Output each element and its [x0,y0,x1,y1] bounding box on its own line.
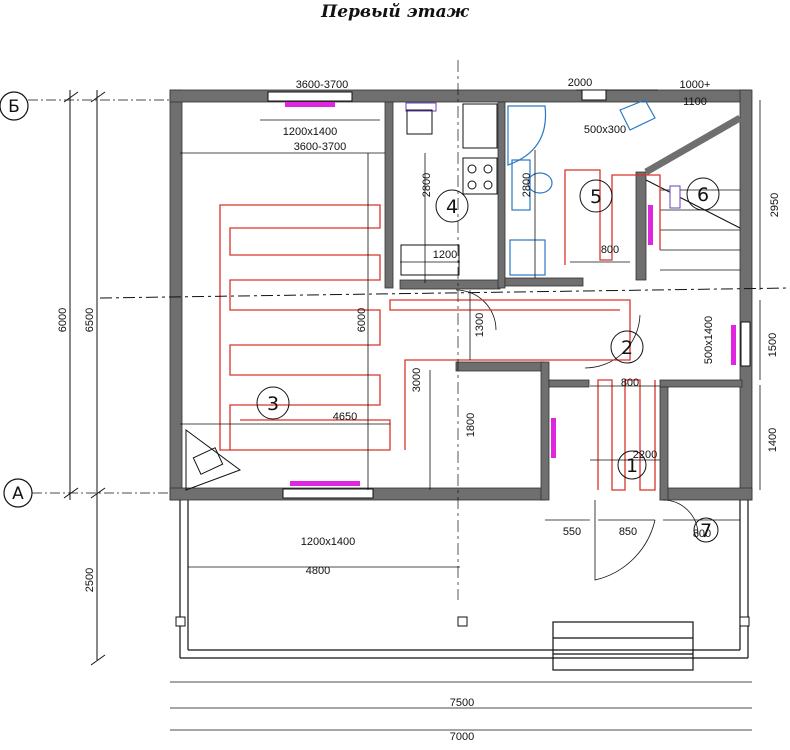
dim-top-right-width: 1000+ [680,79,711,91]
room-5-label: 5 [590,186,602,208]
dim-total-7000: 7000 [450,731,474,743]
axis-a-label: А [12,484,24,504]
dim-vestibule-800: 800 [621,377,639,389]
dim-window-top: 1200x1400 [283,126,337,138]
dim-left-6000: 6000 [57,308,69,332]
window-top [267,91,353,107]
terrace-post-left [175,616,186,627]
dim-hall-1300: 1300 [474,313,486,337]
dim-right-1400: 1400 [767,428,779,452]
room-7-label: 7 [700,520,712,542]
terrace-post-right [739,616,750,627]
terrace-post-mid [457,616,468,627]
dim-right-1500: 1500 [767,333,779,357]
kitchen-vent [405,102,437,112]
dim-vestibule-2200: 2200 [633,449,657,461]
dim-kitchen-2800: 2800 [421,173,433,197]
dim-hall-6000: 6000 [356,308,368,332]
room-2-marker: 2 [610,330,644,364]
page-title: Первый этаж [321,2,469,22]
room-3-marker: 3 [256,386,290,420]
window-bottom [282,481,374,499]
room-3-label: 3 [267,393,279,415]
dim-hall-3000: 3000 [411,368,423,392]
diagonal-wall [644,114,742,176]
axis-b-marker: Б [0,91,29,121]
axis-a-marker: А [3,478,33,508]
dim-inner-width: 3600-3700 [294,141,347,153]
kitchen-fixtures [400,103,498,276]
floor-heating [219,169,661,491]
room-7-marker: 7 [693,517,719,543]
dim-door-550: 550 [563,526,581,538]
doors [455,289,699,581]
room-6-label: 6 [697,184,709,206]
room-6-marker: 6 [686,177,720,211]
dim-left-6500: 6500 [84,308,96,332]
boiler [669,185,681,209]
dim-bath-800: 800 [601,244,619,256]
dim-right-500x1400: 500x1400 [703,316,715,364]
section-line [99,287,790,299]
window-right [731,321,751,367]
room-1-label: 1 [626,455,638,477]
dim-total-7500: 7500 [450,697,474,709]
radiator-room5 [648,205,653,245]
dim-door-800: 800 [693,528,711,540]
dim-terrace-4800: 4800 [306,565,330,577]
room-4-label: 4 [446,196,458,218]
dim-top-mid-width: 2000 [568,77,592,89]
bathroom-fixtures [507,99,656,276]
left-dimension-lines [63,90,106,666]
terrace-outline [179,500,749,659]
dim-left-2500: 2500 [84,568,96,592]
stair-line [645,179,741,229]
dim-bath-2800: 2800 [521,173,533,197]
dim-width-1800: 1800 [465,413,477,437]
radiator-room1 [551,418,556,458]
room-1-marker: 1 [617,450,647,480]
room-5-marker: 5 [579,179,613,213]
dim-width-4650: 4650 [333,411,357,423]
room-2-label: 2 [621,337,633,359]
dim-window-bottom: 1200x1400 [301,536,355,548]
room-4-marker: 4 [435,189,469,223]
walls [169,89,753,501]
dim-small-500x300: 500x300 [584,124,626,136]
steps [552,621,694,671]
dim-height-2950: 2950 [769,193,781,217]
dim-door-850: 850 [619,526,637,538]
dim-top-left-width: 3600-3700 [296,79,349,91]
interior-dimensions [170,89,761,731]
window-small-top [581,89,607,101]
boiler-corner [185,429,242,491]
axis-b-label: Б [8,97,20,117]
dim-top-right-width2: 1100 [683,96,707,108]
dim-counter-1200: 1200 [433,249,457,261]
